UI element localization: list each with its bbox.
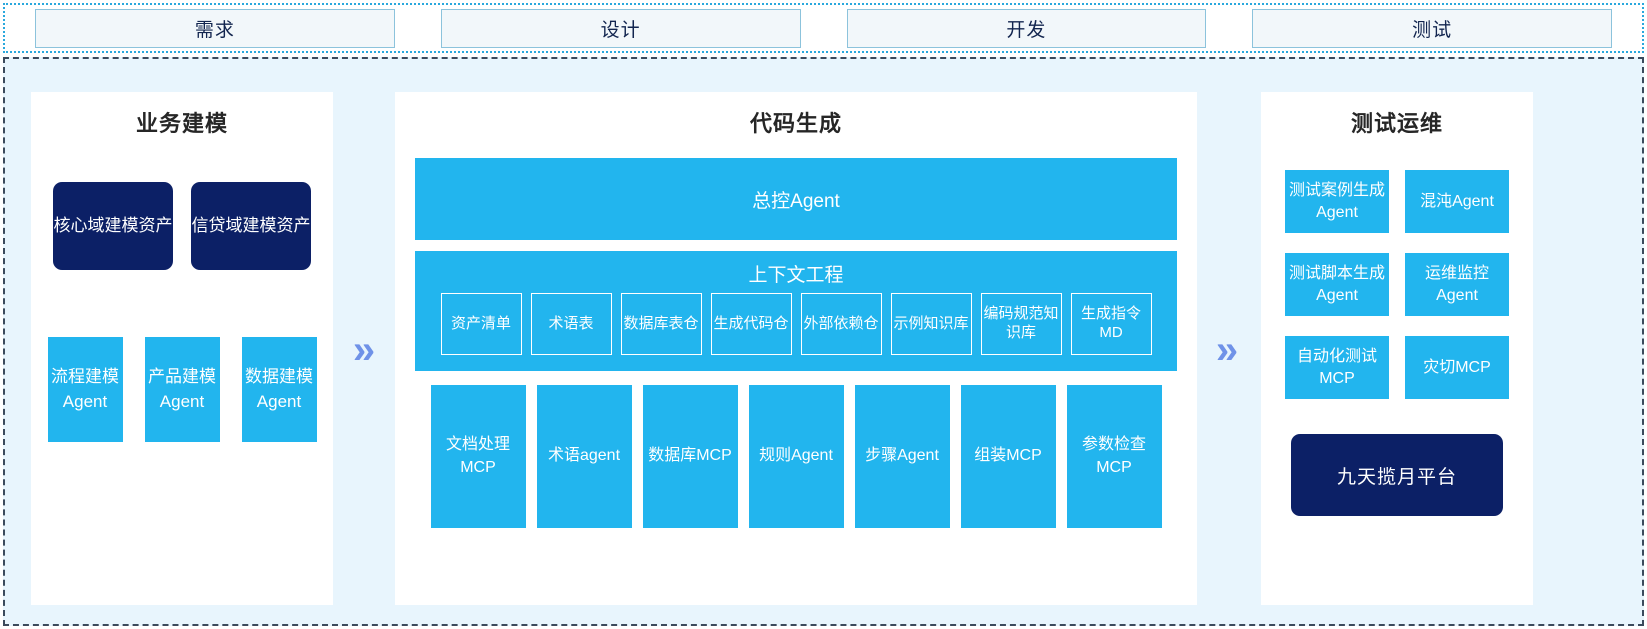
tool-assembly-mcp[interactable]: 组装MCP (960, 385, 1056, 528)
tool-database-mcp[interactable]: 数据库MCP (642, 385, 738, 528)
context-item-external-dependency-repo[interactable]: 外部依赖仓 (800, 293, 882, 355)
context-item-coding-standard-knowledge-base[interactable]: 编码规范知识库 (980, 293, 1062, 355)
phase-tab-design[interactable]: 设计 (440, 8, 801, 48)
tool-step-agent[interactable]: 步骤Agent (854, 385, 950, 528)
agent-process-modeling[interactable]: 流程建模Agent (47, 337, 123, 442)
platform-jiutian-lanyue[interactable]: 九天揽月平台 (1291, 434, 1503, 516)
phase-tab-label: 开发 (1006, 19, 1047, 41)
tool-parameter-check-mcp[interactable]: 参数检查MCP (1066, 385, 1162, 528)
ops-chaos-agent[interactable]: 混沌Agent (1405, 170, 1509, 233)
tool-rule-agent[interactable]: 规则Agent (748, 385, 844, 528)
panel-test-operations: 测试运维 测试案例生成Agent 混沌Agent 测试脚本生成Agent 运维监… (1261, 92, 1533, 605)
panel-title-test-operations: 测试运维 (1350, 111, 1443, 136)
context-item-example-knowledge-base[interactable]: 示例知识库 (890, 293, 972, 355)
diagram-body: 业务建模 核心域建模资产 信贷域建模资产 流程建模Agent 产品建模Agent… (5, 59, 1642, 624)
panel-title-business-modeling: 业务建模 (135, 111, 228, 136)
ops-test-script-generation-agent[interactable]: 测试脚本生成Agent (1285, 253, 1389, 316)
agent-data-modeling[interactable]: 数据建模Agent (241, 337, 317, 442)
ops-disaster-switch-mcp[interactable]: 灾切MCP (1405, 336, 1509, 399)
context-item-list: 资产清单 术语表 数据库表仓 生成代码仓 外部依赖仓 示例知识库 编码规范知识库… (418, 293, 1174, 355)
asset-core-domain[interactable]: 核心域建模资产 (53, 182, 173, 270)
ops-monitoring-agent[interactable]: 运维监控Agent (1405, 253, 1509, 316)
business-agent-row: 流程建模Agent 产品建模Agent 数据建模Agent (47, 337, 317, 442)
ops-test-case-generation-agent[interactable]: 测试案例生成Agent (1285, 170, 1389, 233)
context-item-glossary[interactable]: 术语表 (530, 293, 612, 355)
panel-code-generation: 代码生成 总控Agent 上下文工程 资产清单 术语表 数据库表仓 生成代码仓 … (395, 92, 1197, 605)
asset-credit-domain[interactable]: 信贷域建模资产 (191, 182, 311, 270)
diagram-body-frame: 业务建模 核心域建模资产 信贷域建模资产 流程建模Agent 产品建模Agent… (3, 57, 1644, 626)
context-item-generation-instruction-md[interactable]: 生成指令MD (1070, 293, 1152, 355)
phase-tab-test[interactable]: 测试 (1252, 8, 1612, 48)
panel-title-code-generation: 代码生成 (749, 111, 842, 136)
chevron-right-icon-left: » (352, 328, 376, 372)
context-engineering-title: 上下文工程 (748, 265, 844, 286)
phase-strip: 需求 设计 开发 测试 (3, 3, 1644, 53)
context-item-asset-list[interactable]: 资产清单 (440, 293, 522, 355)
master-control-agent[interactable]: 总控Agent (415, 158, 1177, 240)
phase-tab-requirement[interactable]: 需求 (35, 8, 395, 48)
context-item-db-table-repo[interactable]: 数据库表仓 (620, 293, 702, 355)
phase-tab-label: 需求 (194, 19, 235, 41)
phase-tab-label: 测试 (1412, 19, 1453, 41)
tool-glossary-agent[interactable]: 术语agent (536, 385, 632, 528)
context-item-generated-code-repo[interactable]: 生成代码仓 (710, 293, 792, 355)
context-engineering-block: 上下文工程 资产清单 术语表 数据库表仓 生成代码仓 外部依赖仓 示例知识库 编… (415, 251, 1177, 371)
code-generation-tool-row: 文档处理MCP 术语agent 数据库MCP 规则Agent 步骤Agent 组… (415, 385, 1177, 528)
ops-automation-test-mcp[interactable]: 自动化测试MCP (1285, 336, 1389, 399)
agent-product-modeling[interactable]: 产品建模Agent (144, 337, 220, 442)
panel-business-modeling: 业务建模 核心域建模资产 信贷域建模资产 流程建模Agent 产品建模Agent… (31, 92, 333, 605)
test-operations-grid: 测试案例生成Agent 混沌Agent 测试脚本生成Agent 运维监控Agen… (1285, 170, 1509, 399)
tool-document-processing-mcp[interactable]: 文档处理MCP (430, 385, 526, 528)
phase-tab-develop[interactable]: 开发 (846, 8, 1207, 48)
business-asset-row: 核心域建模资产 信贷域建模资产 (53, 182, 311, 270)
phase-tab-label: 设计 (600, 19, 641, 41)
chevron-right-icon-right: » (1215, 328, 1239, 372)
